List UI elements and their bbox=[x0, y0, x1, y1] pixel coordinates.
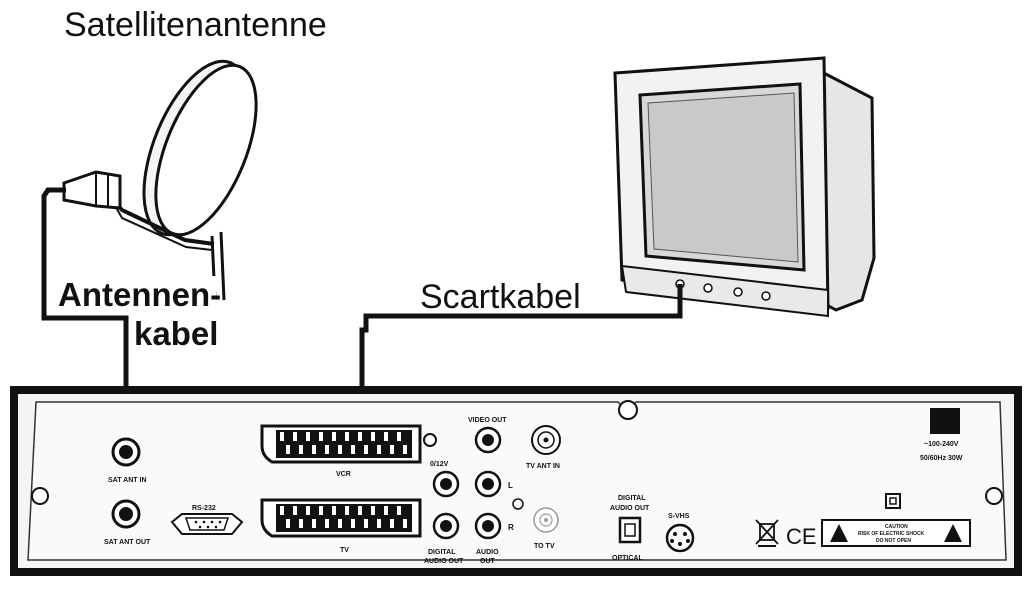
12v-connector bbox=[432, 470, 460, 498]
scart-pin bbox=[384, 506, 388, 515]
scart-pin bbox=[286, 445, 290, 454]
svhs-label: S-VHS bbox=[668, 513, 690, 520]
optical-connector bbox=[618, 516, 642, 544]
caution-text-3: DO NOT OPEN bbox=[876, 538, 911, 544]
scart-pin bbox=[397, 432, 401, 441]
scart-cable bbox=[359, 284, 683, 508]
optical-label: OPTICAL bbox=[612, 555, 643, 562]
scart-pin bbox=[364, 445, 368, 454]
rs232-label: RS-232 bbox=[192, 505, 216, 512]
to-tv-connector bbox=[533, 507, 559, 533]
tv-ant-in-label: TV ANT IN bbox=[526, 463, 560, 470]
scart-pin bbox=[371, 432, 375, 441]
audio-right-label: R bbox=[508, 523, 514, 532]
weee-bin-icon bbox=[755, 519, 779, 547]
scart-pin bbox=[306, 506, 310, 515]
scart-pin bbox=[377, 519, 381, 528]
scart-pin bbox=[377, 445, 381, 454]
scart-pin bbox=[403, 519, 407, 528]
optical-digital-label-1: DIGITAL bbox=[618, 495, 646, 502]
caution-box bbox=[821, 519, 971, 547]
scart-pin bbox=[293, 432, 297, 441]
satellite-dish bbox=[62, 59, 258, 301]
digital-audio-coax-connector bbox=[432, 512, 460, 540]
scart-pin bbox=[319, 432, 323, 441]
sat-ant-out-label: SAT ANT OUT bbox=[104, 539, 151, 546]
antenna-cable-label-2: kabel bbox=[134, 315, 218, 352]
scart-pin bbox=[293, 506, 297, 515]
scart-pin bbox=[345, 432, 349, 441]
scart-pin bbox=[325, 445, 329, 454]
scart-pin bbox=[364, 519, 368, 528]
digital-audio-label-2: AUDIO OUT bbox=[424, 558, 464, 565]
scart-tv-label: TV bbox=[340, 547, 349, 554]
scart-pin bbox=[319, 506, 323, 515]
optical-digital-label-2: AUDIO OUT bbox=[610, 505, 650, 512]
antenna-cable bbox=[41, 187, 129, 452]
sat-ant-out-connector bbox=[111, 499, 141, 529]
scart-pin bbox=[338, 519, 342, 528]
scart-pin bbox=[332, 432, 336, 441]
svhs-connector bbox=[665, 523, 695, 553]
audio-out-label-1: AUDIO bbox=[476, 549, 499, 556]
ce-mark: CE bbox=[786, 524, 817, 549]
scart-pin bbox=[390, 445, 394, 454]
scart-pin bbox=[358, 432, 362, 441]
digital-audio-label-1: DIGITAL bbox=[428, 549, 456, 556]
caution-text-2: RISK OF ELECTRIC SHOCK bbox=[858, 531, 925, 537]
scart-vcr-connector bbox=[260, 424, 422, 464]
power-label-1: ~100-240V bbox=[924, 441, 959, 448]
scart-pin bbox=[403, 445, 407, 454]
rs232-connector bbox=[170, 513, 244, 535]
sat-ant-in-label: SAT ANT IN bbox=[108, 477, 147, 484]
audio-left-connector bbox=[474, 470, 502, 498]
scart-pin bbox=[312, 519, 316, 528]
sat-ant-in-connector bbox=[111, 437, 141, 467]
scart-pin bbox=[351, 519, 355, 528]
scart-pin bbox=[280, 506, 284, 515]
video-out-connector bbox=[474, 426, 502, 454]
scart-vcr-label: VCR bbox=[336, 471, 351, 478]
antenna-cable-label-1: Antennen- bbox=[58, 276, 221, 313]
scart-pin bbox=[325, 519, 329, 528]
12v-label: 0/12V bbox=[430, 461, 449, 468]
satellite-label: Satellitenantenne bbox=[64, 6, 327, 44]
television bbox=[613, 56, 876, 318]
to-tv-label: TO TV bbox=[534, 543, 555, 550]
scart-pin bbox=[299, 445, 303, 454]
scart-pin bbox=[338, 445, 342, 454]
power-cord-inlet bbox=[930, 408, 960, 434]
audio-left-label: L bbox=[508, 481, 513, 490]
power-label-2: 50/60Hz 30W bbox=[920, 455, 963, 462]
scart-pin bbox=[299, 519, 303, 528]
scart-pin bbox=[332, 506, 336, 515]
audio-out-label-2: OUT bbox=[480, 558, 496, 565]
scart-pin bbox=[306, 432, 310, 441]
scart-cable-label: Scartkabel bbox=[420, 278, 581, 316]
scart-pin bbox=[397, 506, 401, 515]
scart-pin bbox=[280, 432, 284, 441]
scart-pin bbox=[371, 506, 375, 515]
caution-text-1: CAUTION bbox=[885, 524, 908, 530]
video-out-label: VIDEO OUT bbox=[468, 417, 507, 424]
double-insulation-icon bbox=[885, 493, 901, 509]
scart-pin bbox=[390, 519, 394, 528]
scart-pin bbox=[345, 506, 349, 515]
scart-pin bbox=[358, 506, 362, 515]
scart-pin bbox=[351, 445, 355, 454]
scart-pin bbox=[286, 519, 290, 528]
receiver-back-panel bbox=[10, 386, 1022, 576]
tv-ant-in-connector bbox=[531, 425, 561, 455]
scart-pin bbox=[312, 445, 316, 454]
audio-right-connector bbox=[474, 512, 502, 540]
scart-tv-connector bbox=[260, 498, 422, 538]
scart-pin bbox=[384, 432, 388, 441]
